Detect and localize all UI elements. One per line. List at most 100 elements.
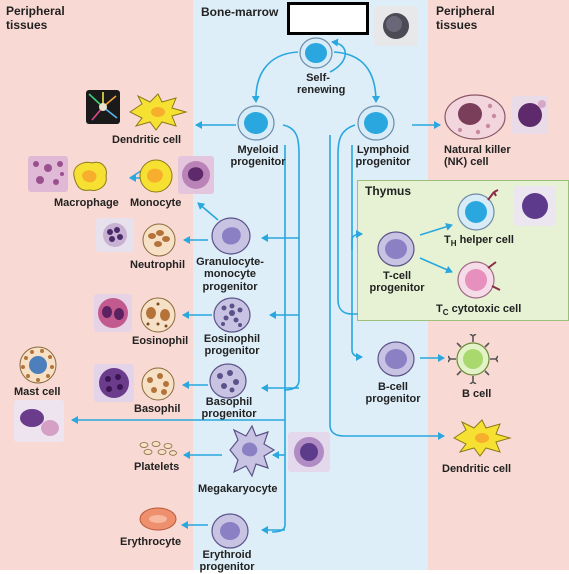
myeloid-progenitor-label: Myeloid progenitor: [226, 144, 290, 169]
mast-cell-label: Mast cell: [14, 386, 61, 398]
gm-progenitor-icon: [211, 217, 251, 255]
macrophage-photo: [28, 156, 68, 192]
basophil-label: Basophil: [134, 403, 181, 415]
stem-label-line1: Self-: [306, 72, 330, 84]
megakaryocyte-label: Megakaryocyte: [198, 483, 278, 495]
nk-cell-photo: [512, 96, 548, 134]
left-zone-title-line2: tissues: [6, 17, 48, 32]
to-b-progenitor-arrow: [351, 145, 363, 361]
t-prog-label-line1: T-cell: [382, 270, 412, 282]
dendritic-cell-left-icon: [129, 93, 188, 131]
tc-cytotoxic-cell-icon: [457, 261, 501, 299]
b-cell-progenitor-icon: [377, 341, 415, 377]
redacted-box: [287, 2, 369, 35]
myeloid-progenitor-icon: [237, 105, 275, 141]
platelets-icon: [139, 441, 177, 456]
mast-cell-icon: [19, 346, 57, 384]
center-zone-title: Bone-marrow: [201, 5, 279, 19]
gm-label-line1: Granulocyte-: [196, 256, 264, 268]
megakaryocyte-icon: [229, 424, 276, 478]
b-cell-icon: [448, 334, 498, 384]
stem-to-myeloid-arrow: [251, 51, 299, 103]
basophil-icon: [141, 367, 175, 401]
nk-label-line1: Natural killer: [444, 144, 511, 156]
basophil-progenitor-icon: [209, 363, 247, 399]
basophil-photo: [94, 364, 134, 402]
dendritic-cell-left-label: Dendritic cell: [112, 134, 182, 146]
t-to-tc-arrow: [419, 257, 453, 274]
eosinophil-photo: [94, 294, 132, 332]
right-zone-title: Peripheral tissues: [436, 4, 495, 33]
gm-progenitor-label: Granulocyte- monocyte progenitor: [196, 256, 264, 293]
th-main: T: [444, 234, 451, 246]
right-zone-title-line1: Peripheral: [436, 4, 495, 18]
stem-to-lymphoid-arrow: [333, 51, 380, 103]
ery-label-line2: progenitor: [199, 561, 255, 574]
b-prog-label-line2: progenitor: [365, 393, 421, 406]
neutrophil-label: Neutrophil: [130, 259, 185, 271]
t-to-th-arrow: [419, 222, 453, 236]
ery-label-line1: Erythroid: [202, 549, 252, 561]
monocyte-photo: [178, 156, 214, 194]
lymphoid-progenitor-label: Lymphoid progenitor: [348, 144, 418, 169]
macrophage-label: Macrophage: [54, 197, 119, 209]
tc-rest: cytotoxic cell: [448, 303, 522, 315]
to-dendritic-right-arrow: [329, 135, 445, 440]
gm-label-line2: monocyte: [204, 268, 256, 281]
tc-sub: C: [442, 308, 449, 318]
right-zone-title-line2: tissues: [436, 17, 478, 32]
tc-cytotoxic-cell-label: TC cytotoxic cell: [436, 303, 521, 318]
b-cell-progenitor-label: B-cell progenitor: [362, 381, 424, 406]
tc-main: T: [436, 303, 443, 315]
th-rest: helper cell: [456, 234, 514, 246]
myeloid-trunk: [282, 124, 300, 391]
erythrocyte-icon: [139, 507, 177, 531]
lymphoid-label-line2: progenitor: [355, 156, 411, 169]
eosinophil-progenitor-icon: [213, 297, 251, 333]
myeloid-label-line2: progenitor: [230, 156, 286, 169]
stem-label-line2: renewing: [297, 84, 346, 97]
dendritic-cell-photo: [86, 90, 120, 124]
b-cell-label: B cell: [462, 388, 492, 400]
eos-prog-label-line1: Eosinophil: [203, 333, 261, 345]
gm-to-monocyte-arrow: [197, 202, 219, 221]
eosinophil-progenitor-label: Eosinophil progenitor: [200, 333, 264, 358]
nk-cell-label: Natural killer (NK) cell: [444, 144, 511, 169]
th-helper-cell-icon: [457, 189, 499, 231]
neutrophil-icon: [142, 223, 176, 257]
eosinophil-icon: [140, 297, 176, 333]
left-zone-title-line1: Peripheral: [6, 4, 65, 18]
megakaryocyte-photo: [288, 432, 330, 472]
t-cell-progenitor-icon: [377, 231, 415, 267]
thymus-title: Thymus: [365, 184, 412, 198]
th-helper-cell-photo: [514, 186, 556, 226]
t-cell-progenitor-label: T-cell progenitor: [366, 270, 428, 295]
th-sub: H: [450, 239, 457, 249]
stem-cell-icon: [299, 37, 333, 69]
platelets-label: Platelets: [134, 461, 180, 473]
t-prog-label-line2: progenitor: [369, 282, 425, 295]
neutrophil-photo: [96, 218, 134, 252]
stem-label: Self- renewing: [297, 72, 346, 97]
eos-prog-label-line2: progenitor: [204, 345, 260, 358]
lymphoid-label-line1: Lymphoid: [356, 144, 410, 156]
dendritic-cell-right-icon: [453, 419, 512, 457]
mast-cell-photo: [14, 400, 64, 442]
macrophage-icon: [73, 161, 107, 191]
monocyte-icon: [139, 159, 173, 193]
nk-label-line2: (NK) cell: [444, 156, 489, 169]
left-zone-title: Peripheral tissues: [6, 4, 65, 33]
to-t-progenitor-arrow: [351, 230, 363, 250]
dendritic-cell-right-label: Dendritic cell: [442, 463, 512, 475]
b-prog-label-line1: B-cell: [378, 381, 408, 393]
gm-label-line3: progenitor: [202, 280, 258, 293]
baso-prog-label-line1: Basophil: [205, 396, 253, 408]
th-helper-cell-label: TH helper cell: [444, 234, 514, 249]
nk-cell-icon: [444, 94, 506, 140]
eosinophil-label: Eosinophil: [132, 335, 189, 347]
erythrocyte-label: Erythrocyte: [120, 536, 182, 548]
stem-cell-photo: [374, 6, 418, 46]
basophil-progenitor-label: Basophil progenitor: [196, 396, 262, 421]
myeloid-label-line1: Myeloid: [237, 144, 279, 156]
